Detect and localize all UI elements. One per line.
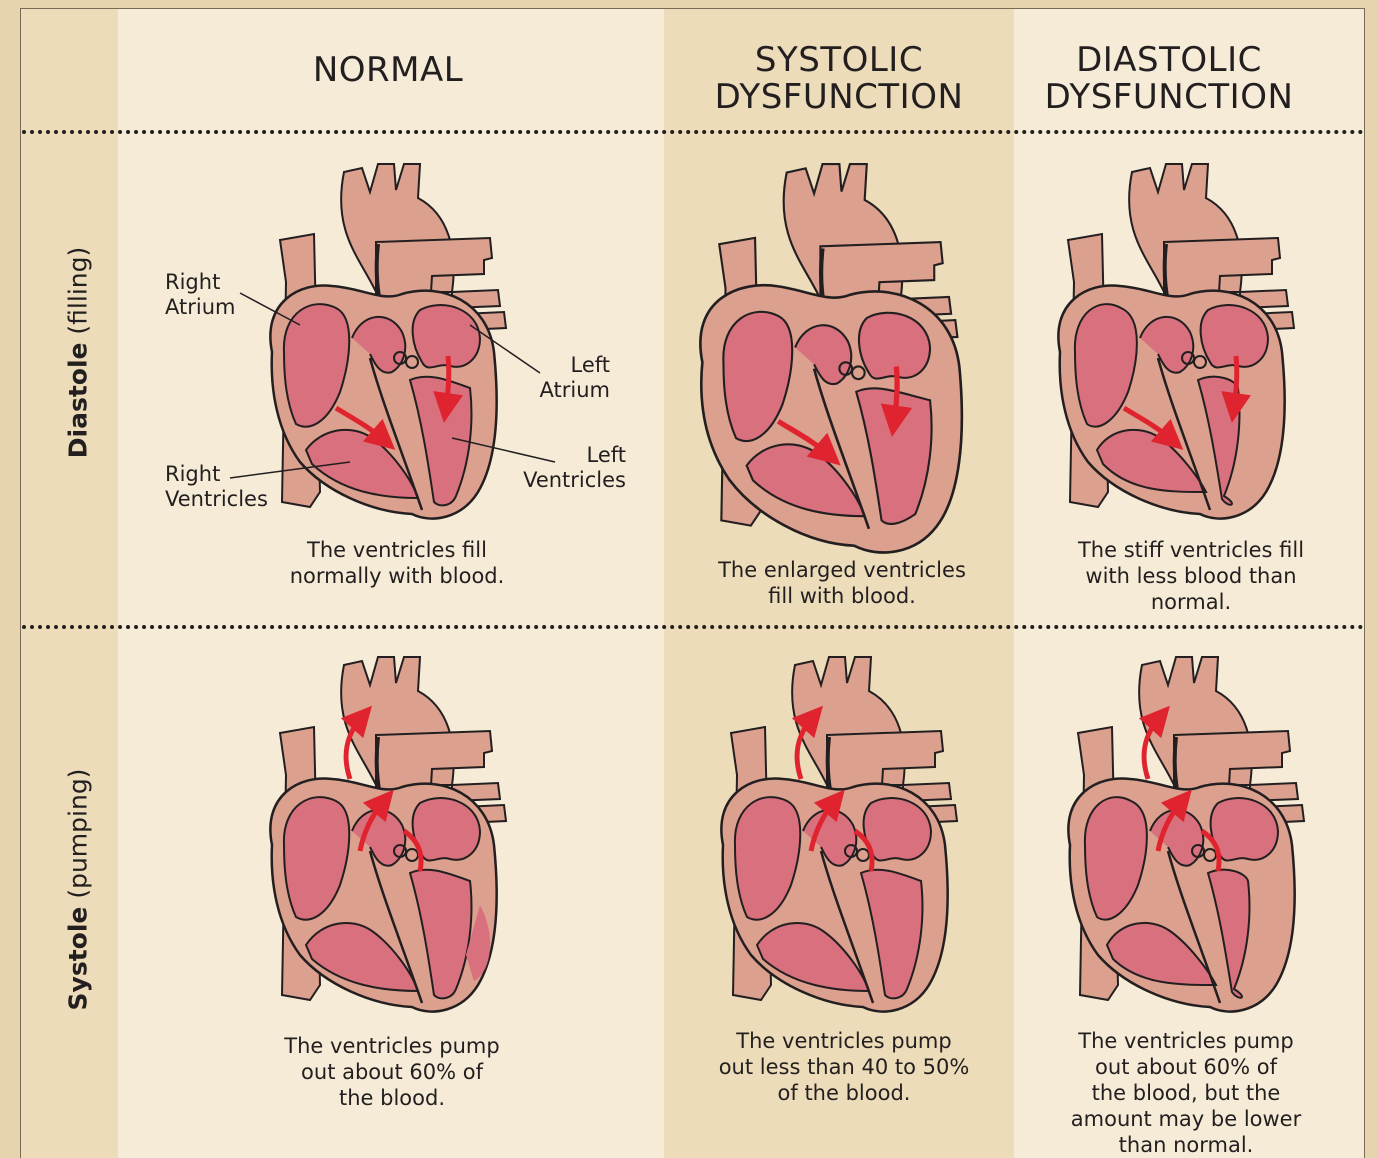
heart-diastole-diastolic: [1040, 162, 1310, 532]
row-title-diastole-rest: (filling): [64, 247, 93, 343]
label-left-ventricles: Left Ventricles: [516, 443, 626, 493]
heart-diastole-systolic: [682, 162, 982, 552]
header-divider: [22, 130, 1364, 134]
row-title-diastole-bold: Diastole: [64, 343, 93, 459]
caption-diastole-normal: The ventricles fill normally with blood.: [242, 537, 552, 589]
heart-diastole-normal: [252, 162, 522, 532]
label-left-atrium: Left Atrium: [536, 353, 610, 403]
flow-arrow-left: [1234, 356, 1237, 408]
flow-arrow-left: [446, 356, 449, 408]
heart-systole-normal: [252, 655, 522, 1025]
caption-diastole-diastolic: The stiff ventricles fill with less bloo…: [1036, 537, 1346, 615]
row-title-systole-bold: Systole: [64, 907, 93, 1011]
column-title-systolic: SYSTOLIC DYSFUNCTION: [686, 42, 992, 116]
row-title-systole-rest: (pumping): [64, 769, 93, 907]
row-title-diastole: Diastole (filling): [64, 218, 93, 488]
heart-systole-systolic: [698, 655, 978, 1025]
flow-arrow-left: [894, 366, 897, 421]
caption-systole-systolic: The ventricles pump out less than 40 to …: [684, 1028, 1004, 1106]
caption-systole-normal: The ventricles pump out about 60% of the…: [242, 1033, 542, 1111]
caption-systole-diastolic: The ventricles pump out about 60% of the…: [1036, 1028, 1336, 1158]
label-right-ventricles: Right Ventricles: [165, 462, 268, 512]
row-divider: [22, 625, 1364, 629]
caption-diastole-systolic: The enlarged ventricles fill with blood.: [684, 557, 1000, 609]
column-title-diastolic: DIASTOLIC DYSFUNCTION: [1036, 42, 1302, 116]
column-title-normal: NORMAL: [188, 52, 588, 89]
label-right-atrium: Right Atrium: [165, 270, 235, 320]
heart-systole-diastolic: [1050, 655, 1320, 1025]
row-title-systole: Systole (pumping): [64, 745, 93, 1035]
